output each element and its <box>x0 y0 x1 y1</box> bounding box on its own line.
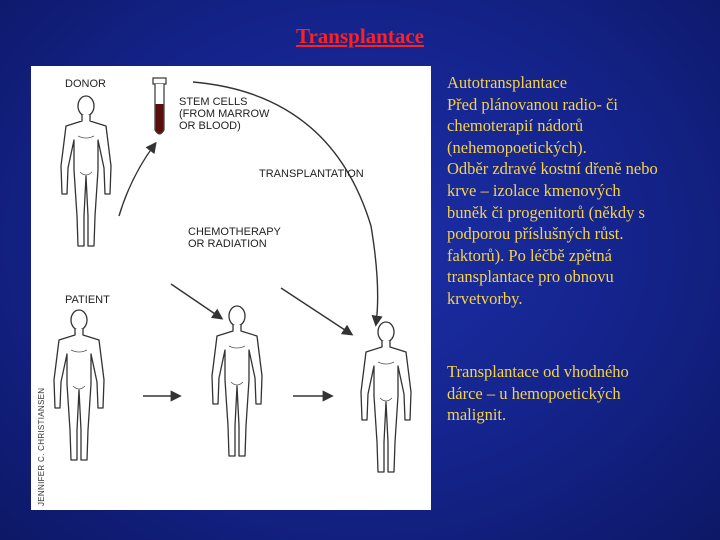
patient-figure-3 <box>360 321 412 473</box>
patient-label: PATIENT <box>65 294 110 306</box>
diagram-drawing <box>53 77 412 473</box>
patient-figure-2 <box>211 305 263 457</box>
text-line: Před plánovanou radio- či <box>447 94 618 114</box>
text-line: (nehemopoetických). <box>447 137 587 157</box>
patient-figure-1 <box>53 309 105 461</box>
text-line: transplantace pro obnovu <box>447 267 614 287</box>
illustrator-credit: JENNIFER C. CHRISTIANSEN <box>37 387 46 506</box>
text-line: buněk či progenitorů (někdy s <box>447 202 645 222</box>
donor-figure <box>60 95 112 247</box>
text-line: krve – izolace kmenových <box>447 180 621 200</box>
donor-label: DONOR <box>65 78 106 90</box>
text-line: podporou příslušných růst. <box>447 224 624 244</box>
transplantation-label: TRANSPLANTATION <box>259 168 364 180</box>
transplant-diagram: DONOR STEM CELLS (FROM MARROW OR BLOOD) … <box>31 66 431 510</box>
test-tube <box>152 77 167 135</box>
text-line: Odběr zdravé kostní dřeně nebo <box>447 159 658 179</box>
chemotherapy-label: CHEMOTHERAPY OR RADIATION <box>188 226 281 250</box>
text-line: faktorů). Po léčbě zpětná <box>447 245 612 265</box>
arrows <box>118 81 383 402</box>
text-line: chemoterapií nádorů <box>447 116 584 136</box>
text-line: Transplantace od vhodného <box>447 362 629 381</box>
text-line: malignit. <box>447 405 507 425</box>
allotransplant-text: Transplantace od vhodného dárce – u hemo… <box>447 361 709 426</box>
stem-cells-label: STEM CELLS (FROM MARROW OR BLOOD) <box>179 96 270 132</box>
text-line: dárce – u hemopoetických <box>447 383 621 403</box>
autotransplant-text: Autotransplantace Před plánovanou radio-… <box>447 72 709 310</box>
slide-title: Transplantace <box>296 24 424 48</box>
text-line: krvetvorby. <box>447 288 523 308</box>
text-line: Autotransplantace <box>447 73 568 92</box>
